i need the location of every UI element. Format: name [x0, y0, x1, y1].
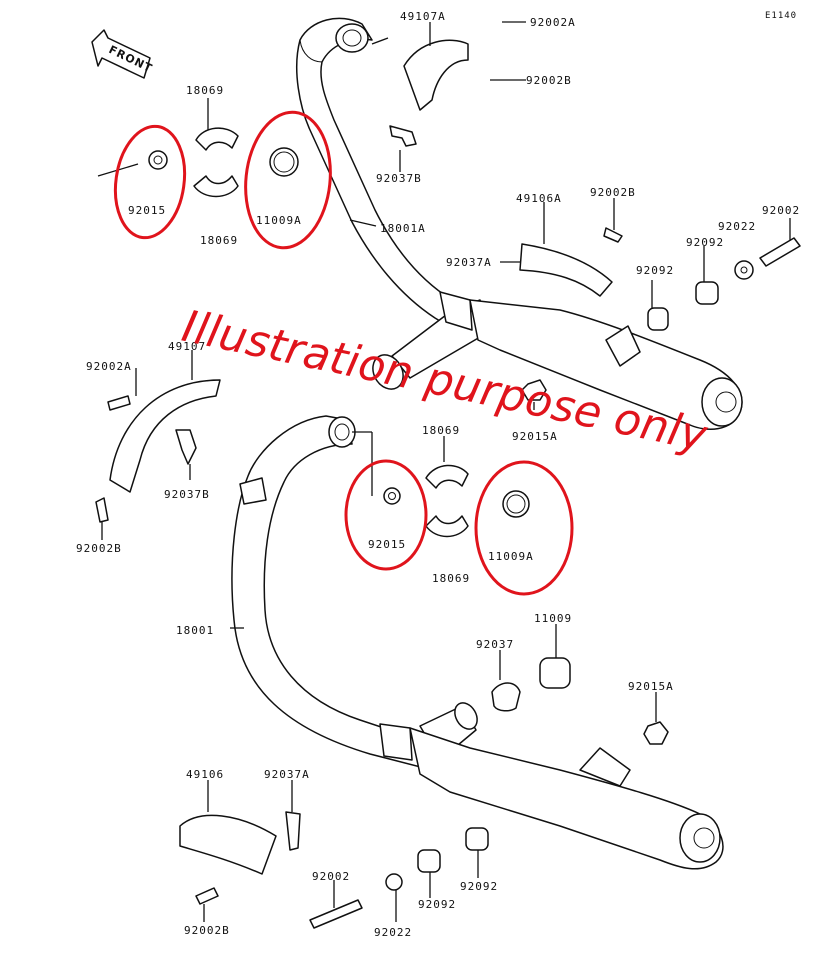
label-92015A-top: 92015A — [512, 430, 558, 443]
grommet-92092-bottom-b — [465, 827, 489, 851]
label-92037A-top: 92037A — [446, 256, 492, 269]
lower-exhaust-pipe — [231, 415, 724, 870]
label-18069-bottom-upper: 18069 — [422, 424, 460, 437]
highlight-11009A-top — [244, 110, 332, 250]
label-92015-bottom: 92015 — [368, 538, 406, 551]
heat-shield-49106 — [179, 814, 277, 875]
bolt-92002-bottom — [309, 899, 363, 929]
label-49106A: 49106A — [516, 192, 562, 205]
bolt-92002A-left — [107, 395, 131, 411]
grommet-92092-top-a — [695, 281, 719, 305]
label-92037B-left: 92037B — [164, 488, 210, 501]
bracket-92037B-left — [175, 429, 197, 465]
label-92092-top-a: 92092 — [686, 236, 724, 249]
bolt-92002B-bottom — [195, 887, 219, 905]
diagram-code: E1140 — [765, 11, 797, 21]
bracket-92037A-bottom — [285, 811, 301, 851]
label-92022-bottom: 92022 — [374, 926, 412, 939]
label-49106: 49106 — [186, 768, 224, 781]
clamp-18069-top-lower — [193, 175, 239, 198]
bolt-92002B-mid — [603, 227, 623, 243]
label-49107A: 49107A — [400, 10, 446, 23]
label-18069-top-lower: 18069 — [200, 234, 238, 247]
front-arrow-icon: FRONT — [91, 29, 155, 79]
label-92092-bottom-a: 92092 — [418, 898, 456, 911]
label-92037A-bottom: 92037A — [264, 768, 310, 781]
label-18069-top-upper: 18069 — [186, 84, 224, 97]
grommet-92092-bottom-a — [417, 849, 441, 873]
clamp-92037 — [491, 682, 521, 712]
label-11009A-top: 11009A — [256, 214, 302, 227]
label-92015A-bottom: 92015A — [628, 680, 674, 693]
label-18069-bottom-lower: 18069 — [432, 572, 470, 585]
label-11009A-bottom: 11009A — [488, 550, 534, 563]
label-49107: 49107 — [168, 340, 206, 353]
label-18001: 18001 — [176, 624, 214, 637]
upper-exhaust-pipe — [295, 17, 743, 430]
label-92002B-left: 92002B — [76, 542, 122, 555]
clamp-18069-bottom-lower — [425, 515, 469, 538]
washer-92022-bottom — [385, 873, 403, 891]
highlight-11009A-bottom — [474, 460, 574, 596]
label-92002A-left: 92002A — [86, 360, 132, 373]
clamp-18069-top-upper — [195, 127, 239, 151]
label-92002-bottom: 92002 — [312, 870, 350, 883]
heat-shield-49107A — [403, 39, 469, 111]
label-92002B-bottom: 92002B — [184, 924, 230, 937]
clamp-18069-bottom-upper — [425, 464, 469, 489]
bolt-92002-top — [759, 237, 801, 267]
heat-shield-49107 — [109, 379, 221, 493]
nut-92015A-top — [521, 379, 547, 401]
bracket-92037B-top — [389, 125, 417, 147]
label-92002-top: 92002 — [762, 204, 800, 217]
collar-11009 — [539, 657, 571, 689]
label-92002B-mid: 92002B — [590, 186, 636, 199]
washer-92022-top — [734, 260, 754, 280]
nut-92015-bottom — [383, 487, 401, 505]
nut-92015-top — [148, 150, 168, 170]
label-92092-bottom-b: 92092 — [460, 880, 498, 893]
label-92002A-top: 92002A — [530, 16, 576, 29]
leader-lines — [97, 21, 791, 922]
bolt-92002B-left — [95, 497, 109, 523]
label-92002B-top: 92002B — [526, 74, 572, 87]
label-92037B-top: 92037B — [376, 172, 422, 185]
highlight-92015-top — [113, 124, 187, 240]
nut-92015A-bottom — [643, 721, 669, 745]
highlight-92015-bottom — [344, 459, 428, 571]
label-92037: 92037 — [476, 638, 514, 651]
grommet-92092-top-b — [647, 307, 669, 331]
label-18001A: 18001A — [380, 222, 426, 235]
label-92022-top: 92022 — [718, 220, 756, 233]
label-11009: 11009 — [534, 612, 572, 625]
label-92092-top-b: 92092 — [636, 264, 674, 277]
label-92015-top: 92015 — [128, 204, 166, 217]
heat-shield-49106A — [519, 243, 613, 297]
highlight-circles — [113, 110, 574, 596]
